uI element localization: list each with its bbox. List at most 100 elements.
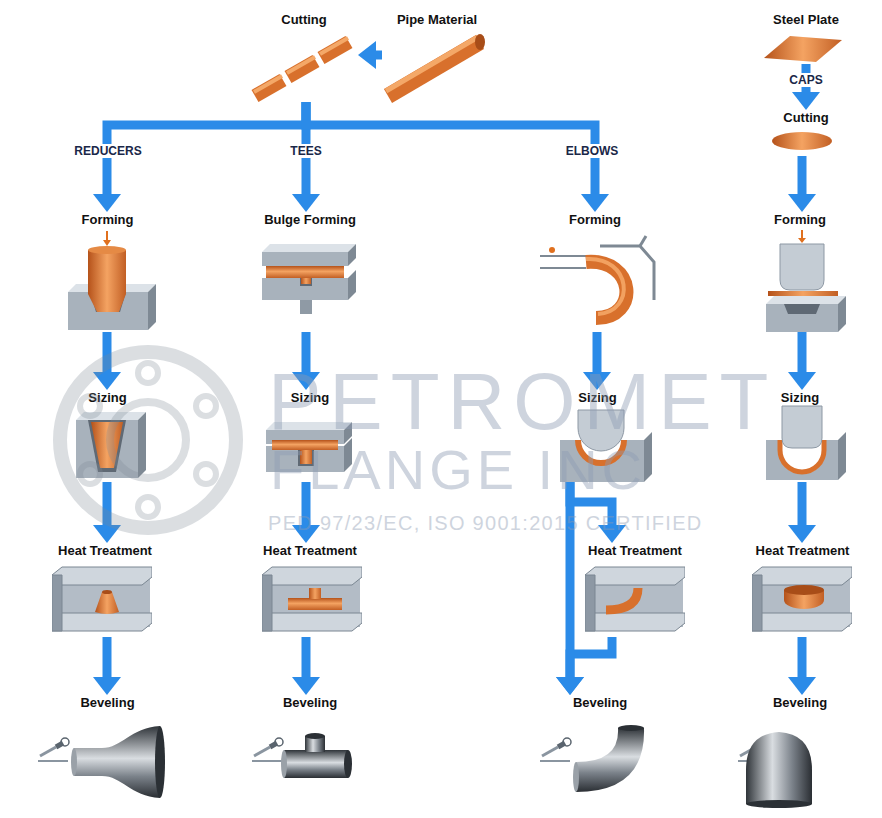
finished-fitting — [74, 726, 160, 798]
tee-bulge-die — [348, 244, 356, 266]
flange-logo — [60, 352, 236, 528]
tee-bulge-die — [262, 278, 348, 300]
elbow-forming-mandrel — [586, 262, 626, 318]
flow-arrow — [788, 332, 816, 390]
heated-part — [95, 592, 119, 614]
finished-fitting — [344, 750, 352, 778]
arrow-shaft — [798, 156, 807, 194]
step-label: Forming — [535, 212, 655, 228]
arrow-shaft — [376, 51, 382, 60]
watermark-text: PETROMET — [268, 362, 776, 442]
arrow-shaft — [103, 637, 112, 677]
elbow-forming-mandrel — [586, 259, 624, 314]
cut-pipe — [254, 38, 349, 96]
arrow-head — [358, 41, 376, 69]
heated-part — [288, 598, 342, 610]
pipe-material — [386, 34, 485, 96]
cap-forming-die — [798, 238, 806, 243]
beveling-tool — [540, 738, 571, 761]
flow-arrow — [788, 156, 816, 212]
cap-forming-die — [766, 230, 846, 332]
flange-logo — [196, 464, 216, 484]
cut-pipe — [320, 38, 348, 54]
arrow-shaft — [570, 637, 612, 677]
step-label: Bulge Forming — [250, 212, 370, 228]
finished-fitting — [618, 725, 644, 731]
heated-part — [606, 588, 638, 610]
cut-pipe — [287, 57, 315, 73]
reducer-sizing-die — [138, 412, 146, 478]
arrow-shaft — [306, 102, 595, 194]
reducer-forming-die — [88, 246, 126, 254]
cap-forming-die — [838, 296, 846, 332]
arrow-shaft — [566, 482, 575, 677]
tee-bulge-die — [266, 266, 344, 278]
heat-furnace — [262, 567, 362, 631]
flange-logo — [138, 363, 158, 383]
process-step: Heat Treatment — [745, 543, 860, 637]
finished-fitting — [284, 750, 348, 778]
finished-fitting — [305, 733, 325, 739]
branch-label: CAPS — [786, 73, 825, 87]
tee-bulge-die — [262, 244, 356, 252]
flange-logo — [80, 396, 100, 416]
arrow-shaft — [798, 332, 807, 372]
tee-bulge-die — [300, 278, 312, 286]
beveling-tool — [38, 738, 69, 761]
watermark-text: PED 97/23/EC, ISO 9001:2015 CERTIFIED — [268, 513, 703, 533]
cap-forming-die — [780, 244, 824, 290]
process-step: Cutting — [250, 12, 358, 102]
step-label: Steel Plate — [758, 12, 854, 28]
process-step: Forming — [50, 212, 165, 332]
cap-forming-die — [768, 291, 838, 296]
cap-forming-die — [801, 230, 803, 238]
flow-arrow — [788, 482, 816, 543]
finished-fitting — [746, 732, 812, 804]
elbow-forming-mandrel — [640, 236, 646, 246]
arrow-head — [788, 525, 816, 543]
process-step: Beveling — [45, 695, 170, 805]
flow-arrow — [93, 637, 121, 695]
process-step: Forming — [745, 212, 855, 332]
flange-logo — [60, 352, 236, 528]
step-label: Beveling — [45, 695, 170, 711]
step-label: Forming — [745, 212, 855, 228]
step-label: Forming — [50, 212, 165, 228]
branch-label: REDUCERS — [71, 144, 144, 158]
cap-forming-die — [784, 304, 820, 314]
reducer-forming-die — [148, 284, 156, 330]
flow-arrow — [358, 41, 382, 69]
finished-fitting — [71, 725, 812, 808]
tee-bulge-die — [262, 244, 356, 314]
finished-fitting — [281, 750, 287, 778]
elbow-forming-mandrel — [540, 236, 654, 318]
heated-part — [309, 588, 321, 599]
step-label: Heat Treatment — [250, 543, 370, 559]
arrow-shaft — [302, 637, 311, 677]
cut-disc — [772, 132, 832, 150]
arrow-shaft — [798, 637, 807, 677]
process-step: Steel Plate — [758, 12, 854, 64]
elbow-forming-mandrel — [540, 267, 586, 269]
step-label: Heat Treatment — [40, 543, 170, 559]
reducer-forming-die — [106, 231, 108, 240]
cut-disc — [772, 132, 832, 150]
finished-fitting — [573, 762, 579, 792]
pipe-material — [386, 37, 478, 91]
heated-part — [784, 585, 824, 595]
reducer-forming-die — [88, 250, 126, 312]
flange-logo — [138, 497, 158, 517]
cap-sizing-die — [782, 406, 822, 448]
heat-furnace — [52, 567, 152, 631]
beveling-tool — [252, 738, 283, 761]
flow-arrow — [792, 64, 820, 110]
reducer-forming-die — [68, 231, 156, 330]
step-label: Heat Treatment — [575, 543, 695, 559]
steel-plate — [764, 36, 842, 62]
flow-arrow — [292, 637, 320, 695]
tee-bulge-die — [300, 300, 312, 314]
arrow-head — [788, 194, 816, 212]
process-step: Cutting — [758, 110, 854, 156]
branch-label: TEES — [287, 144, 324, 158]
